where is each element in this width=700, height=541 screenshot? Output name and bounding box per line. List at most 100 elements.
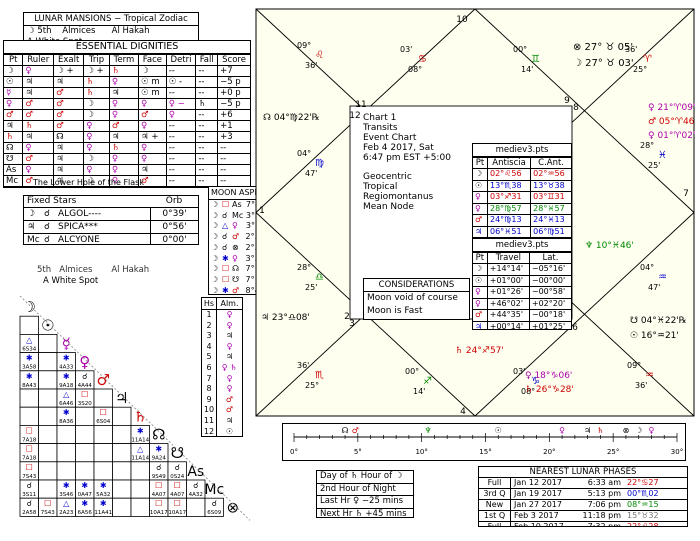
fixed-star-name: SPICA*** xyxy=(58,222,98,232)
grid-aspect-symbol: ☐ xyxy=(26,426,33,435)
grid-aspect-symbol: △ xyxy=(137,445,144,454)
dignities-cell: ♀ xyxy=(22,65,55,77)
moon-aspects-title: MOON ASPECTS xyxy=(209,187,277,200)
ruler-planet-mark: ⊗ xyxy=(623,426,630,435)
dignities-cell: -- xyxy=(195,76,219,88)
grid-cell xyxy=(112,424,132,444)
chart-line xyxy=(474,212,695,417)
grid-aspect-symbol: ☌ xyxy=(27,499,32,508)
antiscia-cell: 13°♏38 xyxy=(486,179,532,192)
svg-text:14': 14' xyxy=(413,387,425,396)
ruler-planet-mark: ♄ xyxy=(597,426,604,435)
grid-glyph: ⊗ xyxy=(226,498,239,516)
ruler-planet-mark: ☊ xyxy=(342,426,349,435)
grid-aspect-symbol: ☐ xyxy=(155,481,162,490)
moon-aspect-point: ♀ xyxy=(232,253,238,263)
phase-time: 7:32 pm xyxy=(587,522,621,527)
grid-aspect-symbol: ✱ xyxy=(100,499,107,508)
dignities-header: Ruler xyxy=(22,54,55,66)
moon-aspect-type: ✱ xyxy=(222,285,229,295)
grid-aspect-orb: 3S20 xyxy=(78,401,92,407)
dignities-cell: ♂ xyxy=(53,109,85,121)
grid-aspect-symbol: ☐ xyxy=(26,445,33,454)
hour-number: 10 xyxy=(202,405,217,416)
hour-row: 10♂ xyxy=(202,405,242,416)
sign-label: 04°♍47' xyxy=(297,149,324,178)
dignities-cell: ♄ xyxy=(108,65,140,77)
travel-cell: −00°58' xyxy=(528,286,571,299)
fixed-stars-panel: Fixed Stars Orb ☽☌ALGOL----0°39'♃☌SPICA*… xyxy=(23,195,199,245)
sign-label: 36'♈25° xyxy=(625,45,652,74)
grid-aspect-orb: 6S04 xyxy=(96,419,110,425)
dignities-cell: ♀ xyxy=(138,142,167,154)
hour-number: 2 xyxy=(202,320,217,332)
fixed-star-orb: 0°56' xyxy=(150,221,198,233)
svg-text:♊: ♊ xyxy=(531,54,540,65)
travel-cell: ♂ xyxy=(473,309,488,322)
grid-glyph: ♀ xyxy=(79,353,90,371)
antiscia-cell: 02°♌56 xyxy=(486,168,532,181)
grid-aspect-orb: 4A44 xyxy=(78,383,93,389)
moon-aspect-type: ☌ xyxy=(222,242,228,252)
grid-aspect-orb: 9S49 xyxy=(152,474,166,480)
grid-diagonal xyxy=(19,295,251,521)
ruler-label: 0° xyxy=(290,448,298,456)
grid-aspect-symbol: ✱ xyxy=(81,481,88,490)
dignities-cell: ♃ xyxy=(4,120,24,132)
grid-aspect-symbol: △ xyxy=(63,499,70,508)
planet-sat-label: ♄ 24°♐57' xyxy=(455,346,504,356)
grid-aspect-orb: 9A24 xyxy=(152,456,167,462)
grid-aspect-orb: 6S09 xyxy=(207,510,221,516)
considerations-panel: CONSIDERATIONS Moon void of course Moon … xyxy=(363,278,470,320)
phase-date: Jan 12 2017 xyxy=(514,478,562,487)
phase-date: Jan 27 2017 xyxy=(514,500,562,509)
hour-almuten: ♃ xyxy=(225,352,234,362)
day-hour-line1: Day of ♄ Hour of ☽ xyxy=(317,471,413,484)
moon-aspect-point: As xyxy=(232,200,242,209)
dignities-cell: ♃ xyxy=(22,87,55,99)
grid-cell xyxy=(38,406,58,426)
grid-aspect-orb: 10A17 xyxy=(150,510,168,516)
dignities-cell: ☽ + xyxy=(53,65,85,77)
grid-aspect-symbol: ☌ xyxy=(82,372,87,381)
ruler-label: 10° xyxy=(415,448,427,456)
moon-aspect-type: ☐ xyxy=(222,264,230,274)
hour-almuten: ♂ xyxy=(225,394,234,404)
moon-aspect-moon: ☽ xyxy=(211,285,219,295)
consideration-fast: Moon is Fast xyxy=(367,306,423,316)
grid-aspect-symbol: ☌ xyxy=(175,463,180,472)
grid-cell xyxy=(19,388,39,408)
chart-info-line: Feb 4 2017, Sat xyxy=(363,143,434,153)
grid-cell xyxy=(75,461,95,481)
hour-number: 7 xyxy=(202,373,217,385)
svg-text:28°: 28° xyxy=(297,263,311,272)
antiscia-header: Pt xyxy=(473,157,488,169)
antiscia-cell: 13°♉38 xyxy=(530,179,571,192)
hours-alm-label: Alm. xyxy=(220,299,239,308)
dignities-cell: ♄ xyxy=(4,131,24,143)
ruler-label: 30° xyxy=(671,448,683,456)
dignities-cell: ☽ xyxy=(4,65,24,77)
svg-text:♑: ♑ xyxy=(531,376,540,387)
moon-aspect-type: ✱ xyxy=(222,253,229,263)
lunar-mansions-under: 5th Almices Al Hakah A White Spot xyxy=(23,265,199,312)
grid-aspect-symbol: ☌ xyxy=(156,463,161,472)
grid-cell xyxy=(93,388,113,408)
dignities-cell: ♀ xyxy=(83,120,110,132)
dignities-cell: ♃ xyxy=(53,164,85,176)
grid-aspect-symbol: ✱ xyxy=(100,481,107,490)
dignities-cell: ♃ xyxy=(53,186,85,187)
grid-cell xyxy=(19,406,39,426)
chart-line xyxy=(474,8,695,213)
day-hour-line3: Last Hr ♀ −25 mins xyxy=(317,496,413,509)
grid-aspect-orb: 7A18 xyxy=(22,456,37,462)
chart-system-line: Mean Node xyxy=(363,202,414,212)
hour-number: 8 xyxy=(202,384,217,395)
grid-aspect-symbol: ☐ xyxy=(26,463,33,472)
fixed-star-row: ♃☌SPICA***0°56' xyxy=(24,221,198,234)
dignities-cell: -- xyxy=(195,120,219,132)
dignities-cell: ♀ xyxy=(138,98,167,110)
